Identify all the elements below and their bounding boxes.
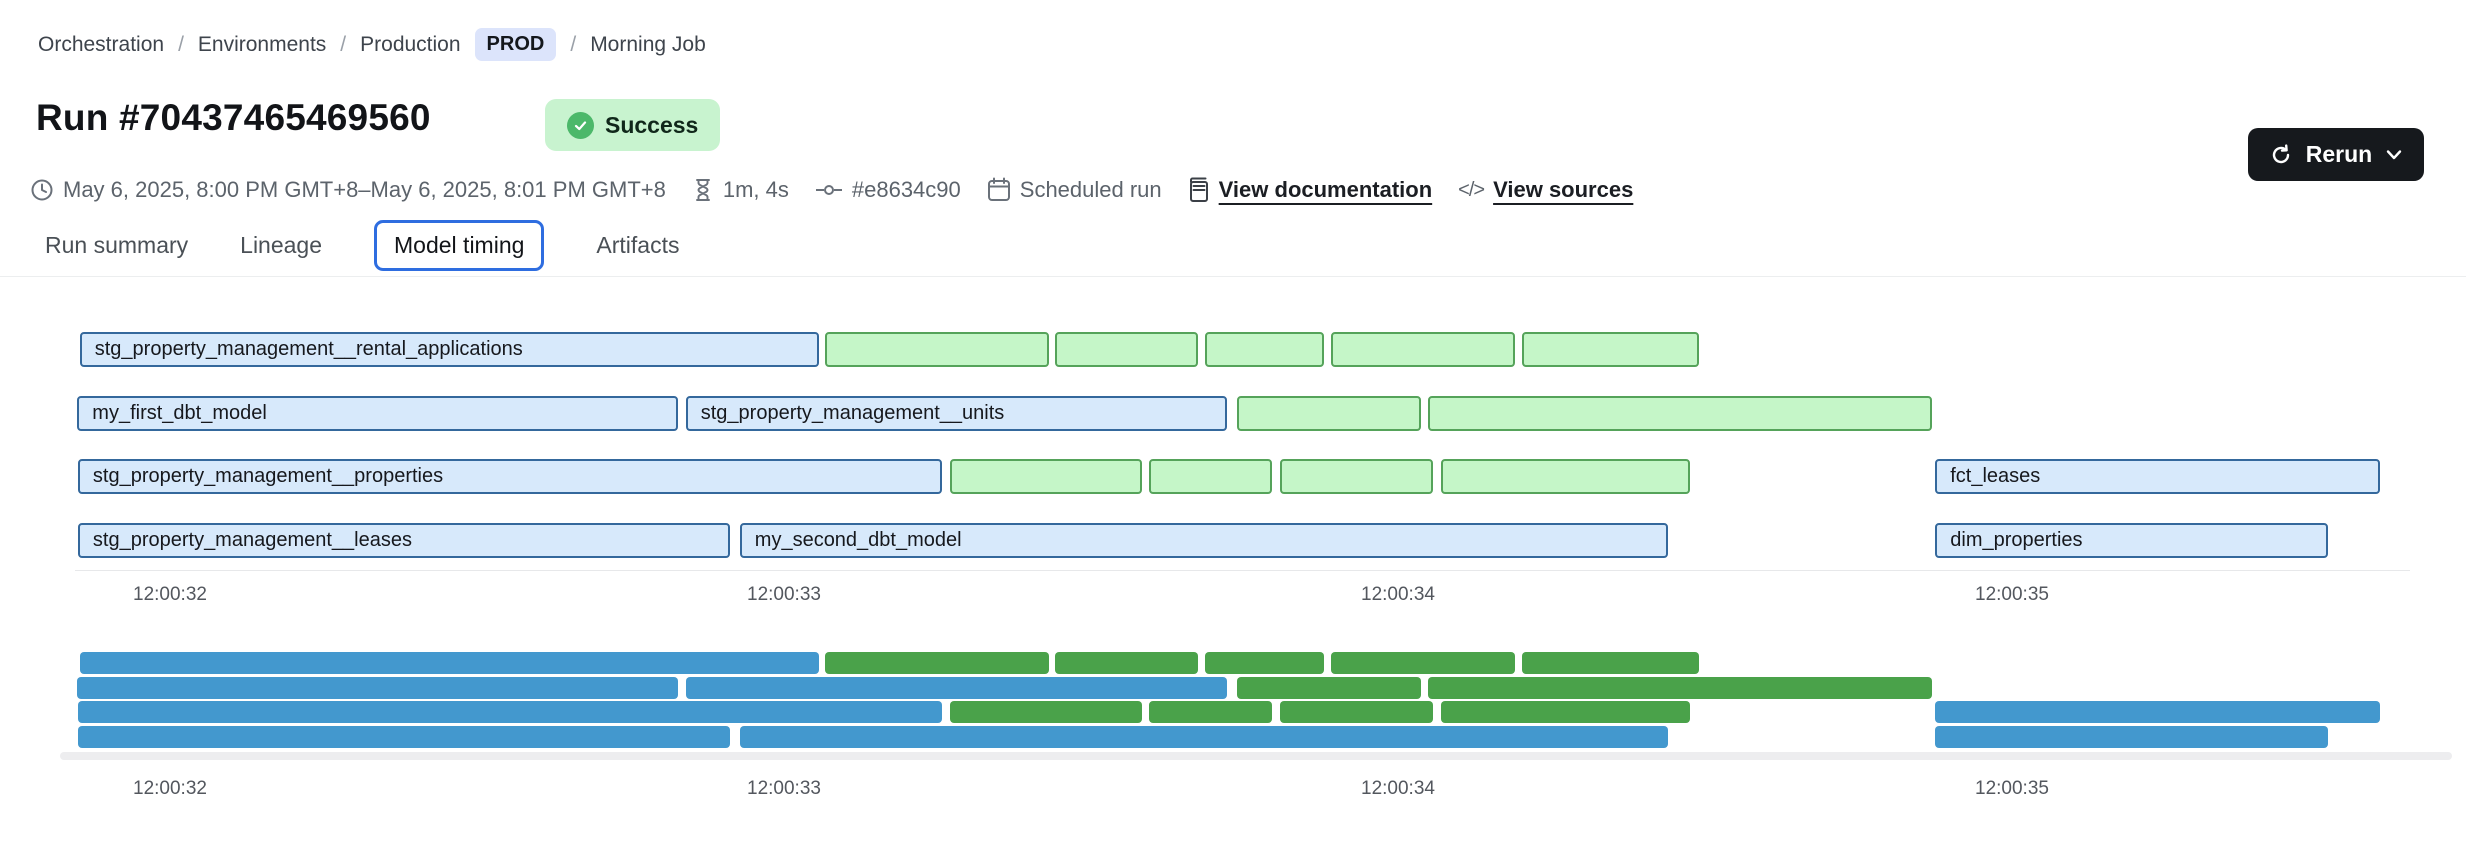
gantt-bar-label: my_second_dbt_model	[754, 528, 962, 551]
check-icon	[567, 111, 594, 139]
status-badge-label: Success	[605, 111, 699, 138]
gantt-bar[interactable]: stg_property_management__leases	[77, 522, 730, 558]
minimap-bar[interactable]	[1205, 652, 1325, 674]
gantt-bar[interactable]	[1440, 459, 1691, 494]
rerun-button-label: Rerun	[2305, 141, 2373, 167]
run-time-range-text: May 6, 2025, 8:00 PM GMT+8–May 6, 2025, …	[63, 177, 666, 202]
gantt-bar[interactable]: stg_property_management__properties	[77, 459, 942, 494]
minimap-bar[interactable]	[685, 676, 1228, 699]
breadcrumb: Orchestration / Environments / Productio…	[38, 28, 706, 61]
breadcrumb-separator: /	[570, 32, 577, 56]
code-icon: </>	[1458, 178, 1485, 201]
minimap-bar[interactable]	[825, 652, 1050, 674]
gantt-bar[interactable]: stg_property_management__rental_applicat…	[79, 332, 819, 367]
run-trigger-text: Scheduled run	[1019, 177, 1162, 202]
gantt-bar[interactable]	[1428, 395, 1933, 431]
minimap-bar[interactable]	[77, 725, 730, 748]
breadcrumb-separator: /	[178, 32, 184, 56]
gantt-bar-label: stg_property_management__units	[700, 401, 1005, 424]
gantt-bar[interactable]	[1054, 332, 1198, 367]
minimap-bar[interactable]	[739, 725, 1669, 748]
minimap-bar[interactable]	[1331, 652, 1516, 674]
tab-model-timing[interactable]: Model timing	[374, 220, 545, 271]
breadcrumb-item-environments[interactable]: Environments	[197, 32, 327, 56]
breadcrumb-separator: /	[340, 32, 347, 56]
axis-tick-label: 12:00:34	[1361, 584, 1435, 605]
run-duration-text: 1m, 4s	[722, 177, 789, 202]
gantt-bar[interactable]: dim_properties	[1935, 522, 2328, 558]
tab-lineage[interactable]: Lineage	[240, 232, 323, 258]
view-sources-link[interactable]: View sources	[1493, 177, 1634, 202]
minimap-bar[interactable]	[77, 701, 942, 723]
view-sources-link-group: </> View sources	[1458, 177, 1633, 203]
commit-sha: #e8634c90	[815, 177, 961, 203]
minimap-bar[interactable]	[1148, 701, 1273, 723]
chevron-down-icon[interactable]	[2385, 149, 2403, 161]
page-title: Run #70437465469560	[36, 97, 431, 138]
gantt-bar-label: dim_properties	[1950, 528, 2083, 551]
gantt-bar[interactable]	[949, 459, 1142, 494]
axis-tick-label: 12:00:32	[133, 778, 207, 799]
run-meta-row: May 6, 2025, 8:00 PM GMT+8–May 6, 2025, …	[30, 172, 1633, 208]
calendar-icon	[987, 177, 1011, 203]
gantt-bar-label: my_first_dbt_model	[92, 401, 267, 424]
minimap-bar[interactable]	[77, 676, 678, 699]
gantt-bar-label: stg_property_management__properties	[92, 465, 444, 487]
gantt-bar[interactable]: my_first_dbt_model	[77, 395, 678, 431]
document-icon	[1188, 177, 1210, 203]
gantt-bar[interactable]: stg_property_management__units	[685, 395, 1228, 431]
breadcrumb-item-morning-job[interactable]: Morning Job	[590, 32, 706, 56]
tab-run-summary[interactable]: Run summary	[45, 232, 189, 258]
axis-tick-label: 12:00:35	[1975, 778, 2049, 799]
gantt-bar[interactable]: fct_leases	[1935, 459, 2380, 494]
tab-artifacts[interactable]: Artifacts	[596, 232, 680, 258]
environment-badge: PROD	[474, 28, 557, 61]
minimap-bar[interactable]	[1935, 701, 2380, 723]
status-badge: Success	[545, 99, 721, 151]
commit-icon	[815, 180, 843, 200]
minimap-bar[interactable]	[1237, 676, 1421, 699]
breadcrumb-item-production[interactable]: Production	[360, 32, 461, 56]
tabs-divider	[0, 276, 2466, 277]
gantt-bar[interactable]: my_second_dbt_model	[739, 522, 1669, 558]
view-documentation-link[interactable]: View documentation	[1218, 177, 1433, 202]
axis-tick-label: 12:00:35	[1975, 584, 2049, 605]
clock-icon	[30, 178, 54, 202]
run-time-range: May 6, 2025, 8:00 PM GMT+8–May 6, 2025, …	[30, 177, 666, 203]
refresh-icon	[2269, 143, 2293, 167]
gantt-axis-line	[75, 570, 2410, 571]
axis-tick-label: 12:00:32	[133, 584, 207, 605]
minimap-bar[interactable]	[1428, 676, 1933, 699]
minimap-bar[interactable]	[1440, 701, 1691, 723]
minimap-scroll-track[interactable]	[60, 752, 2452, 760]
run-duration: 1m, 4s	[692, 177, 789, 203]
gantt-bar[interactable]	[1522, 332, 1699, 367]
run-tabs: Run summary Lineage Model timing Artifac…	[45, 220, 679, 271]
gantt-bar[interactable]	[1280, 459, 1433, 494]
gantt-bar[interactable]	[1331, 332, 1516, 367]
axis-tick-label: 12:00:34	[1361, 778, 1435, 799]
minimap-bar[interactable]	[949, 701, 1142, 723]
minimap-bar[interactable]	[1935, 725, 2328, 748]
minimap-bar[interactable]	[79, 652, 819, 674]
run-trigger: Scheduled run	[987, 177, 1162, 203]
rerun-button[interactable]: Rerun	[2248, 128, 2424, 181]
gantt-bar-label: stg_property_management__rental_applicat…	[94, 338, 523, 360]
view-documentation-link-group: View documentation	[1188, 177, 1433, 203]
breadcrumb-item-orchestration[interactable]: Orchestration	[38, 32, 165, 56]
minimap-bar[interactable]	[1280, 701, 1433, 723]
hourglass-icon	[692, 177, 714, 203]
gantt-bar[interactable]	[1205, 332, 1325, 367]
gantt-bar-label: stg_property_management__leases	[92, 528, 412, 551]
gantt-bar[interactable]	[825, 332, 1050, 367]
gantt-bar[interactable]	[1148, 459, 1273, 494]
minimap-bar[interactable]	[1054, 652, 1198, 674]
axis-tick-label: 12:00:33	[747, 778, 821, 799]
gantt-bar-label: fct_leases	[1950, 465, 2041, 487]
gantt-bar[interactable]	[1237, 395, 1421, 431]
commit-sha-text: #e8634c90	[851, 177, 961, 202]
minimap-bar[interactable]	[1522, 652, 1699, 674]
axis-tick-label: 12:00:33	[747, 584, 821, 605]
